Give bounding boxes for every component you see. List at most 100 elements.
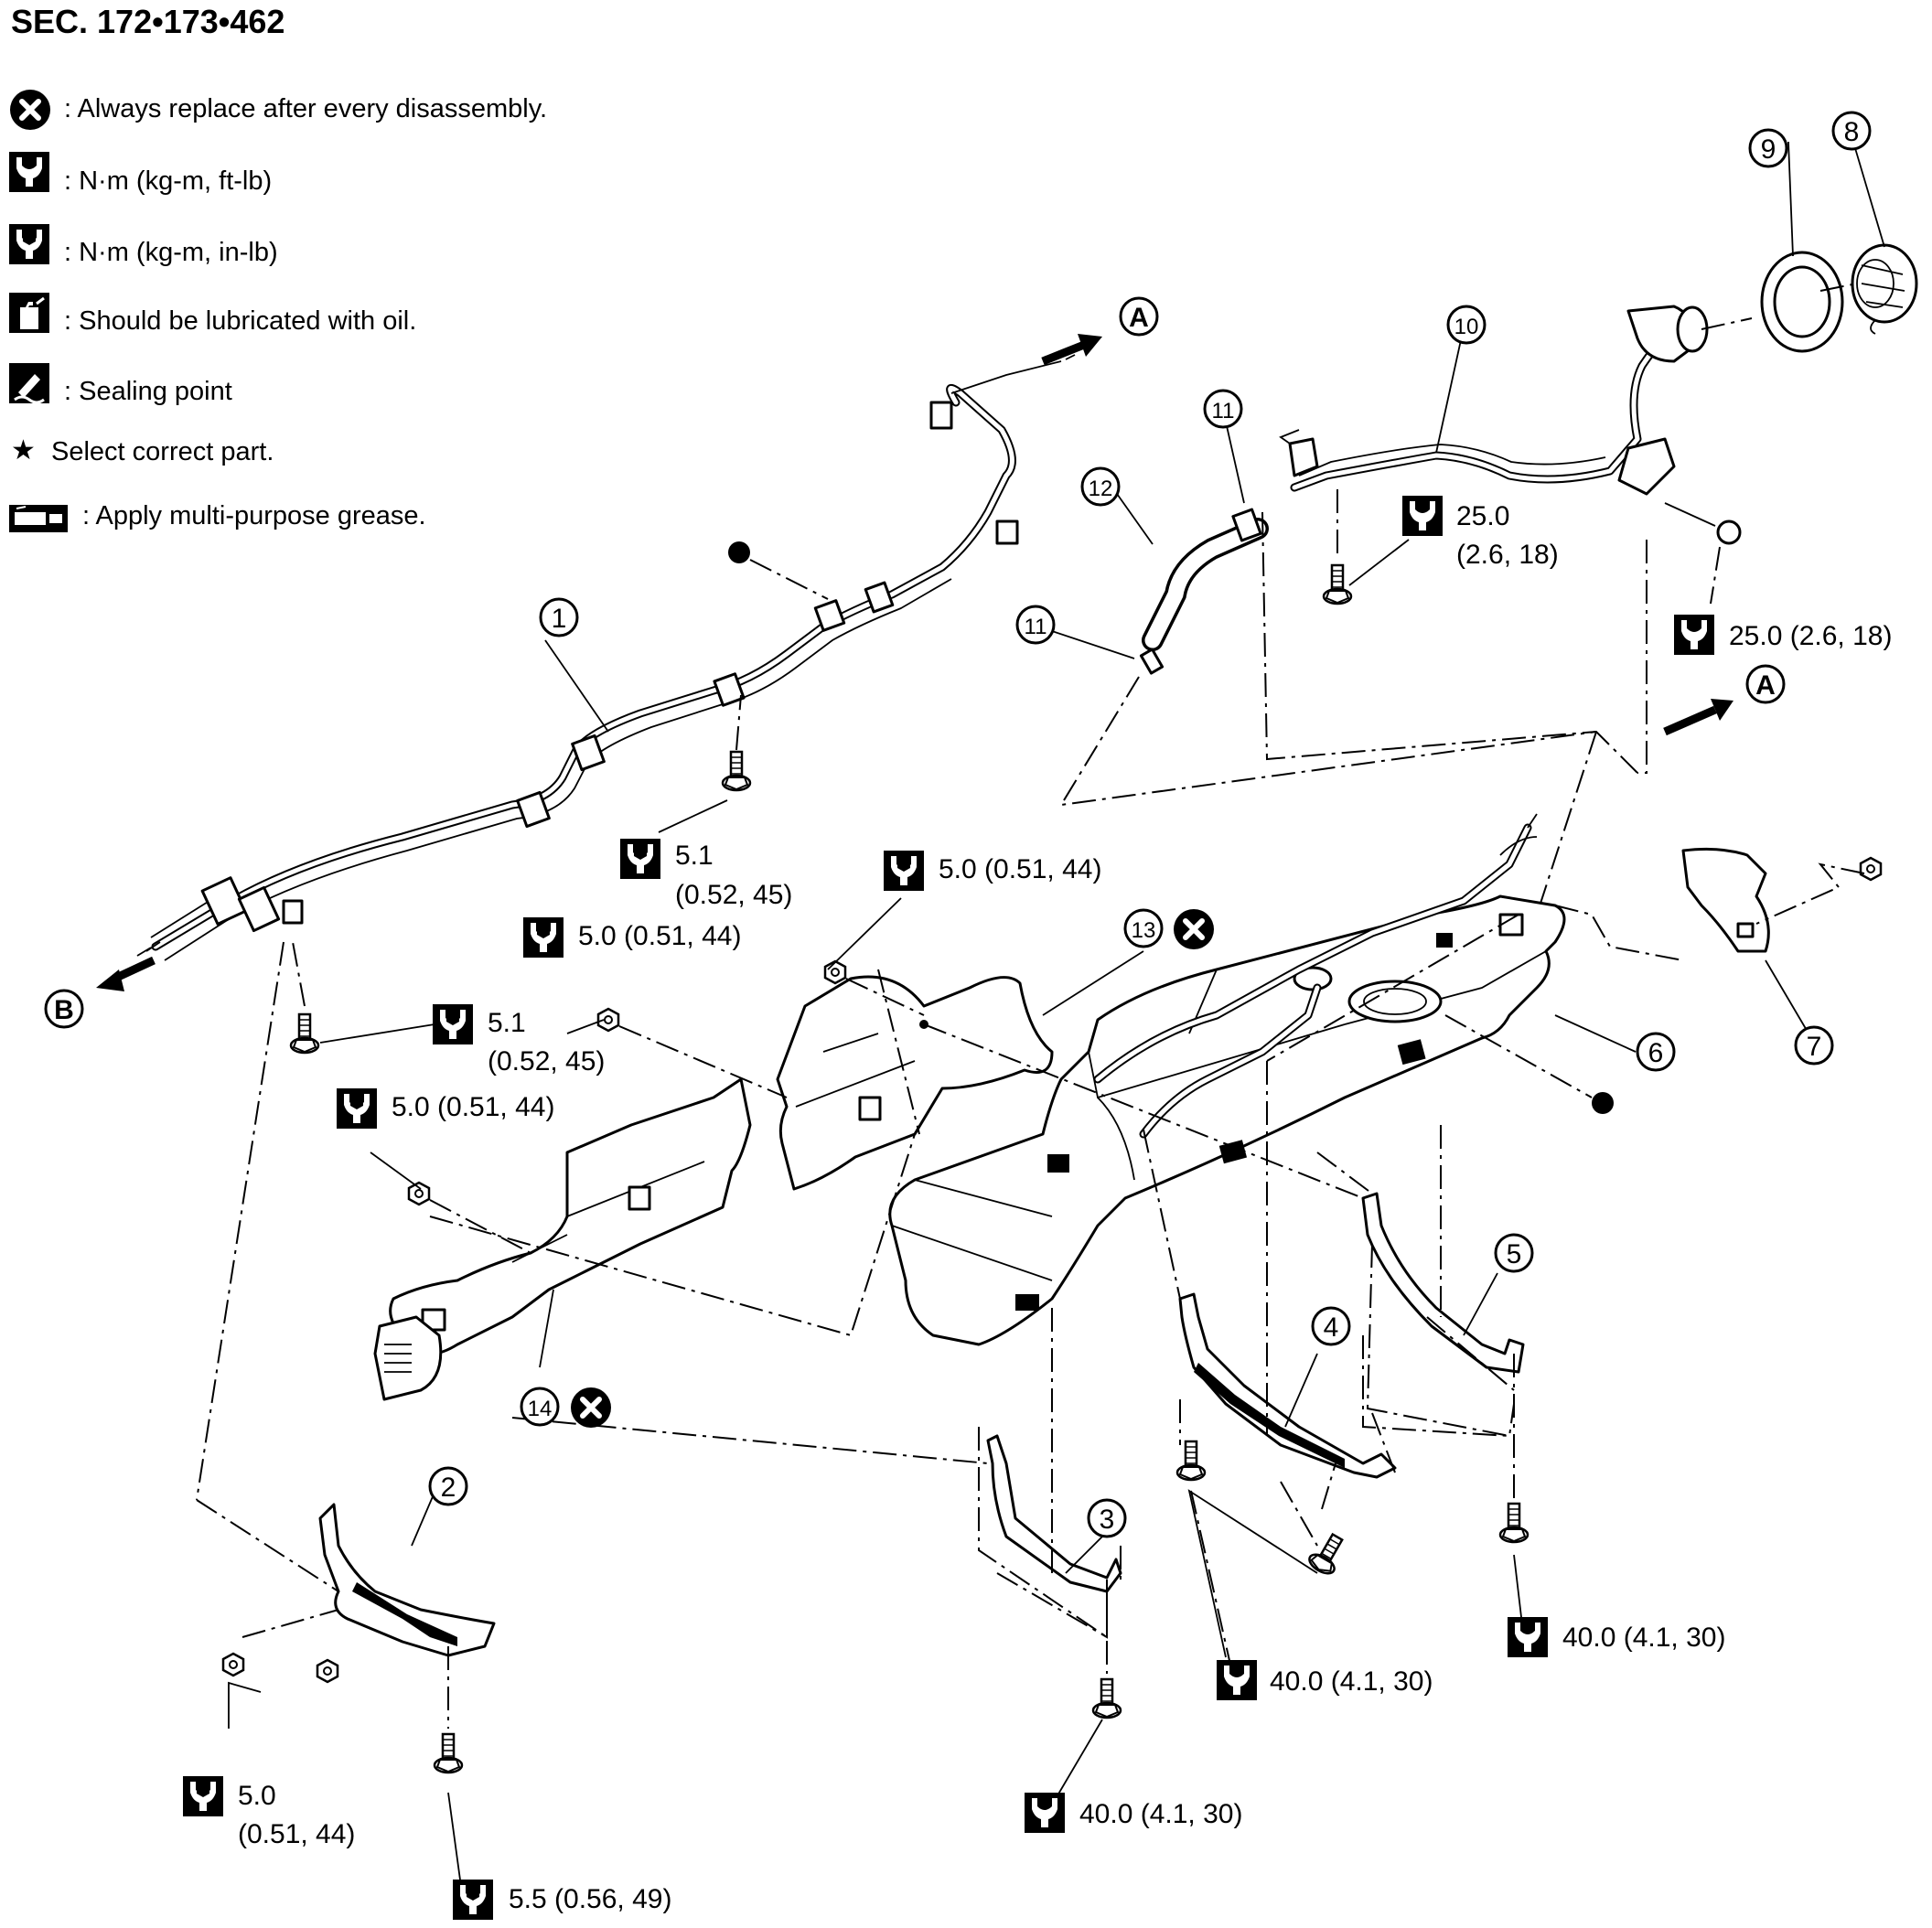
svg-text:6: 6 xyxy=(1648,1038,1664,1068)
torque-wrench-icon xyxy=(1508,1617,1548,1657)
part-label-13: 13 xyxy=(1123,908,1164,948)
torque-wrench-small-icon xyxy=(433,1004,473,1044)
filler-screw xyxy=(1664,502,1742,545)
strap-4-bolt-a xyxy=(1175,1440,1207,1482)
strap-5-bolt xyxy=(1498,1502,1530,1544)
svg-text:2: 2 xyxy=(441,1473,456,1503)
part-label-10: 10 xyxy=(1446,305,1487,345)
part-label-12: 12 xyxy=(1080,466,1121,507)
torque-wrench-small-icon xyxy=(183,1776,223,1816)
svg-text:40.0 (4.1, 30): 40.0 (4.1, 30) xyxy=(1270,1666,1433,1697)
torque-wrench-icon xyxy=(1402,496,1443,536)
svg-text:5.5 (0.56, 49): 5.5 (0.56, 49) xyxy=(509,1884,671,1914)
part-label-11-top: 11 xyxy=(1203,389,1243,429)
torque-40-strap-5: 40.0 (4.1, 30) xyxy=(1508,1617,1725,1657)
svg-text:14: 14 xyxy=(528,1397,553,1421)
sealing-dot-top xyxy=(728,541,750,563)
svg-text:13: 13 xyxy=(1132,918,1156,943)
legend: : Always replace after every disassembly… xyxy=(9,90,547,532)
bracket-bolt xyxy=(433,1732,464,1774)
filler-gasket xyxy=(1760,251,1844,353)
replace-x-icon-14 xyxy=(571,1387,611,1428)
part-label-2: 2 xyxy=(428,1466,468,1506)
svg-text:10: 10 xyxy=(1454,315,1479,339)
svg-text:9: 9 xyxy=(1761,134,1776,165)
torque-wrench-small-icon xyxy=(9,224,49,264)
torque-5-1-left: 5.1 (0.52, 45) xyxy=(433,1004,605,1076)
svg-text:4: 4 xyxy=(1324,1312,1339,1343)
torque-40-strap-3: 40.0 (4.1, 30) xyxy=(1025,1793,1242,1833)
sealing-dot-tank xyxy=(1592,1092,1614,1114)
part-label-8: 8 xyxy=(1831,111,1872,151)
replace-x-icon-13 xyxy=(1174,909,1214,949)
torque-wrench-small-icon xyxy=(884,851,924,891)
svg-text:40.0 (4.1, 30): 40.0 (4.1, 30) xyxy=(1079,1799,1242,1829)
heat-shield-7 xyxy=(1681,847,1770,953)
filler-hose xyxy=(1142,518,1269,651)
part-label-14: 14 xyxy=(520,1387,560,1427)
fuel-tube-assembly xyxy=(136,354,1076,961)
svg-text:(2.6, 18): (2.6, 18) xyxy=(1456,540,1559,570)
legend-text-star: Select correct part. xyxy=(51,437,274,466)
part-label-9: 9 xyxy=(1748,128,1788,168)
clip-nut-left xyxy=(407,1181,431,1206)
clip-bolt-upper xyxy=(721,750,752,792)
part-label-11-bottom: 11 xyxy=(1015,605,1056,645)
torque-5-0-bracket: 5.0 (0.51, 44) xyxy=(183,1776,355,1849)
part-number-callouts: 1 2 3 4 5 6 7 8 9 10 11 11 12 13 14 xyxy=(428,111,1872,1538)
torque-40-strap-4: 40.0 (4.1, 30) xyxy=(1217,1660,1433,1700)
torque-5-0-left: 5.0 (0.51, 44) xyxy=(337,1088,554,1129)
arrow-b: B xyxy=(44,956,156,1029)
torque-wrench-icon xyxy=(9,152,49,192)
part-label-6: 6 xyxy=(1636,1032,1676,1072)
clip-nut-upper xyxy=(823,959,847,985)
svg-text:5: 5 xyxy=(1507,1239,1522,1269)
svg-text:40.0 (4.1, 30): 40.0 (4.1, 30) xyxy=(1562,1623,1725,1653)
hose-clamp-upper xyxy=(1231,508,1262,542)
svg-text:(0.52, 45): (0.52, 45) xyxy=(675,880,792,910)
fuel-filler-cap xyxy=(1851,243,1918,335)
filler-tube xyxy=(1279,305,1709,496)
tank-strap-3 xyxy=(986,1434,1122,1593)
svg-text:5.0 (0.51, 44): 5.0 (0.51, 44) xyxy=(392,1092,554,1122)
legend-text-grease: : Apply multi-purpose grease. xyxy=(82,501,426,530)
svg-text:12: 12 xyxy=(1089,477,1113,501)
torque-wrench-icon xyxy=(1674,615,1714,655)
svg-text:5.1: 5.1 xyxy=(488,1008,526,1038)
replace-x-icon xyxy=(10,90,50,130)
torque-wrench-small-icon xyxy=(523,917,564,958)
svg-text:5.1: 5.1 xyxy=(675,841,714,871)
arrow-a-right: A xyxy=(1663,664,1786,736)
hose-clamp-lower xyxy=(1139,648,1165,675)
svg-text:(0.51, 44): (0.51, 44) xyxy=(238,1819,355,1849)
filler-bolt xyxy=(1322,563,1353,605)
arrow-b-label: B xyxy=(54,995,74,1025)
arrow-a-label-top: A xyxy=(1129,303,1149,333)
part-label-7: 7 xyxy=(1794,1025,1834,1066)
torque-wrench-small-icon xyxy=(337,1088,377,1129)
svg-text:8: 8 xyxy=(1844,117,1860,147)
shield-7-nut xyxy=(1859,856,1883,882)
star-icon: ★ xyxy=(11,435,36,466)
tank-strap-4 xyxy=(1178,1292,1397,1479)
legend-text-oil: : Should be lubricated with oil. xyxy=(64,306,416,336)
part-label-1: 1 xyxy=(539,597,579,637)
part-label-3: 3 xyxy=(1087,1498,1127,1538)
section-title: SEC. 172•173•462 xyxy=(11,3,284,40)
legend-text-sealing: : Sealing point xyxy=(64,377,232,406)
bracket-nut-a xyxy=(221,1652,245,1677)
arrow-a-top: A xyxy=(1041,296,1159,366)
torque-5-0-mid: 5.0 (0.51, 44) xyxy=(523,917,741,958)
grease-icon xyxy=(9,505,68,532)
oil-can-icon xyxy=(9,293,49,333)
torque-5-0-clip: 5.0 (0.51, 44) xyxy=(884,851,1101,891)
clip-nut-mid xyxy=(596,1007,620,1033)
svg-text:3: 3 xyxy=(1100,1505,1115,1535)
svg-text:11: 11 xyxy=(1025,615,1047,639)
svg-text:25.0 (2.6, 18): 25.0 (2.6, 18) xyxy=(1729,621,1892,651)
torque-25-right: 25.0 (2.6, 18) xyxy=(1674,615,1892,655)
torque-wrench-icon xyxy=(1025,1793,1065,1833)
bracket-2 xyxy=(318,1503,496,1657)
part-label-4: 4 xyxy=(1311,1306,1351,1346)
